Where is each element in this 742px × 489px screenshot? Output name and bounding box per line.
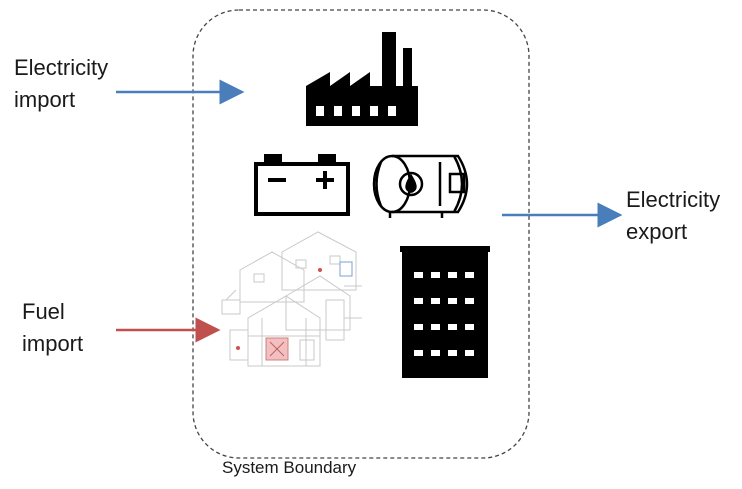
factory-icon [306, 32, 418, 126]
system-boundary-label: System Boundary [222, 458, 357, 477]
electricity-export-line1: Electricity [626, 187, 721, 212]
apartment-building-icon [400, 246, 490, 378]
electricity-import-line1: Electricity [14, 55, 109, 80]
electricity-export-line2: export [626, 219, 688, 244]
water-heater-icon [372, 154, 469, 218]
system-boundary [192, 9, 530, 459]
electricity-import-label: Electricity import [14, 52, 108, 116]
building-schematic-icon [221, 231, 362, 367]
fuel-import-line1: Fuel [22, 299, 65, 324]
fuel-import-line2: import [22, 331, 84, 356]
battery-icon [254, 154, 350, 216]
fuel-import-label: Fuel import [22, 296, 83, 360]
electricity-import-line2: import [14, 87, 76, 112]
electricity-export-label: Electricity export [626, 184, 720, 248]
